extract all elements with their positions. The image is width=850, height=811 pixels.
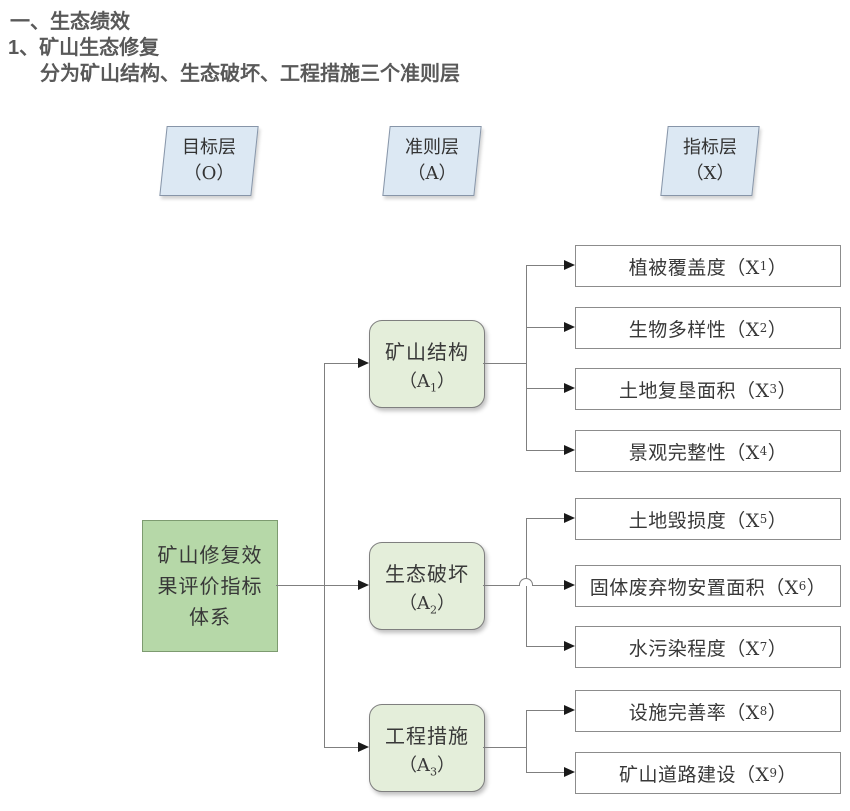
heading-section: 一、生态绩效 [10, 11, 130, 33]
connector-stub-x8 [526, 710, 564, 711]
layer-label-criteria-text: 准则层 （A） [405, 136, 459, 184]
connector-stub-x9 [526, 772, 564, 773]
arrowhead-x6 [564, 580, 575, 590]
arrowhead-x2 [564, 322, 575, 332]
connector-a3-spine [526, 710, 527, 772]
connector-stub-x4 [526, 450, 564, 451]
connector-a3-feed [483, 747, 526, 748]
connector-stub-x2 [526, 327, 564, 328]
arrowhead-x9 [564, 767, 575, 777]
criteria-node-a3: 工程措施 （A3） [369, 704, 485, 792]
connector-trunk-to-a1 [324, 363, 358, 364]
arrowhead-x7 [564, 641, 575, 651]
layer-label-goal-text: 目标层 （O） [182, 136, 236, 184]
arrowhead-x1 [564, 260, 575, 270]
line-hop [519, 578, 533, 586]
criteria-node-a2: 生态破坏 （A2） [369, 542, 485, 630]
arrowhead-x4 [564, 445, 575, 455]
arrowhead-a3 [358, 742, 369, 752]
arrowhead-x3 [564, 383, 575, 393]
goal-node: 矿山修复效 果评价指标 体系 [142, 520, 278, 652]
layer-label-indicator: 指标层 （X） [660, 126, 760, 196]
layer-label-indicator-text: 指标层 （X） [683, 136, 737, 184]
connector-goal-to-trunk [276, 585, 324, 586]
heading-description: 分为矿山结构、生态破坏、工程措施三个准则层 [40, 63, 460, 85]
connector-stub-x1 [526, 265, 564, 266]
connector-stub-x5 [526, 518, 564, 519]
connector-a1-feed [483, 363, 526, 364]
connector-stub-x7 [526, 646, 564, 647]
layer-label-goal: 目标层 （O） [159, 126, 259, 196]
arrowhead-x5 [564, 513, 575, 523]
connector-a2-feed-right [533, 585, 564, 586]
connector-trunk-to-a3 [324, 747, 358, 748]
connector-a2-feed-left [483, 585, 519, 586]
arrowhead-a2 [358, 580, 369, 590]
connector-trunk-to-a2 [324, 585, 358, 586]
arrowhead-a1 [358, 358, 369, 368]
connector-stub-x3 [526, 388, 564, 389]
arrowhead-x8 [564, 705, 575, 715]
heading-subsection: 1、矿山生态修复 [8, 37, 160, 59]
layer-label-criteria: 准则层 （A） [382, 126, 482, 196]
connector-a1-spine [526, 265, 527, 451]
connector-trunk-vertical [324, 363, 325, 747]
criteria-node-a1: 矿山结构 （A1） [369, 320, 485, 408]
